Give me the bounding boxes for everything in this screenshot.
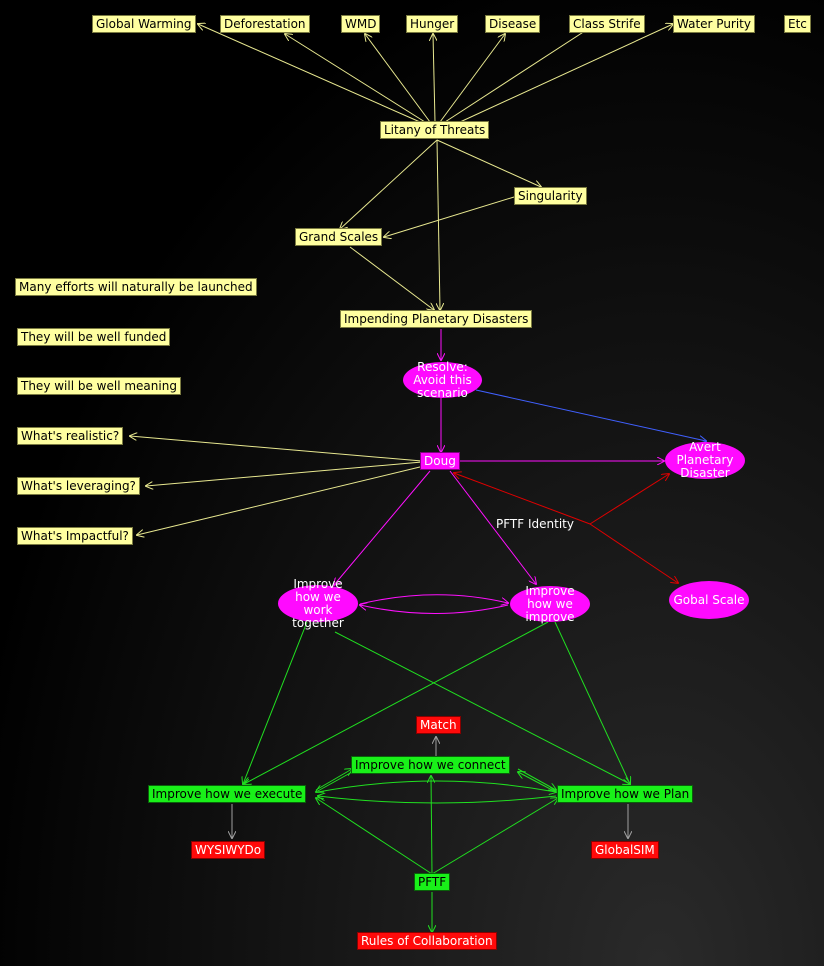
pftf-identity-label[interactable]: PFTF Identity <box>496 517 574 531</box>
improve-execute-node[interactable]: Improve how we execute <box>148 785 307 803</box>
improve-work-together-node[interactable]: Improve how we work together <box>278 577 358 629</box>
red-edges <box>454 473 678 583</box>
green-edges <box>243 621 630 932</box>
improve-connect-node[interactable]: Improve how we connect <box>351 756 510 774</box>
rules-of-collaboration-node[interactable]: Rules of Collaboration <box>357 932 497 950</box>
avert-disaster-node[interactable]: Avert Planetary Disaster <box>665 441 745 480</box>
note-impactful[interactable]: What's Impactful? <box>17 527 133 545</box>
resolve-node[interactable]: Resolve: Avoid this scenario <box>403 360 482 399</box>
match-node[interactable]: Match <box>416 716 461 734</box>
impending-disasters-node[interactable]: Impending Planetary Disasters <box>340 310 533 328</box>
blue-edge <box>475 389 706 441</box>
note-realistic[interactable]: What's realistic? <box>17 427 124 445</box>
note-well-meaning[interactable]: They will be well meaning <box>17 377 181 395</box>
note-many-efforts[interactable]: Many efforts will naturally be launched <box>15 278 257 296</box>
wysiwydo-node[interactable]: WYSIWYDo <box>191 841 266 859</box>
magenta-edges <box>334 329 664 614</box>
threat-water-purity[interactable]: Water Purity <box>673 15 755 33</box>
improve-how-we-improve-node[interactable]: Improve how we improve <box>510 584 590 623</box>
threat-global-warming[interactable]: Global Warming <box>92 15 196 33</box>
gobal-scale-node[interactable]: Gobal Scale <box>669 581 749 619</box>
note-leveraging[interactable]: What's leveraging? <box>17 477 140 495</box>
gray-edges <box>232 737 628 838</box>
improve-plan-node[interactable]: Improve how we Plan <box>557 785 694 803</box>
pftf-node[interactable]: PFTF <box>414 873 451 891</box>
note-well-funded[interactable]: They will be well funded <box>17 328 171 346</box>
doug-node[interactable]: Doug <box>420 452 460 470</box>
threat-wmd[interactable]: WMD <box>341 15 381 33</box>
threat-class-strife[interactable]: Class Strife <box>569 15 645 33</box>
threat-deforestation[interactable]: Deforestation <box>220 15 310 33</box>
threat-edges <box>130 16 673 535</box>
litany-of-threats-node[interactable]: Litany of Threats <box>380 121 490 139</box>
globalsim-node[interactable]: GlobalSIM <box>591 841 659 859</box>
threat-hunger[interactable]: Hunger <box>406 15 459 33</box>
threat-disease[interactable]: Disease <box>485 15 541 33</box>
singularity-node[interactable]: Singularity <box>514 187 587 205</box>
grand-scales-node[interactable]: Grand Scales <box>295 228 383 246</box>
threat-etc[interactable]: Etc <box>784 15 811 33</box>
